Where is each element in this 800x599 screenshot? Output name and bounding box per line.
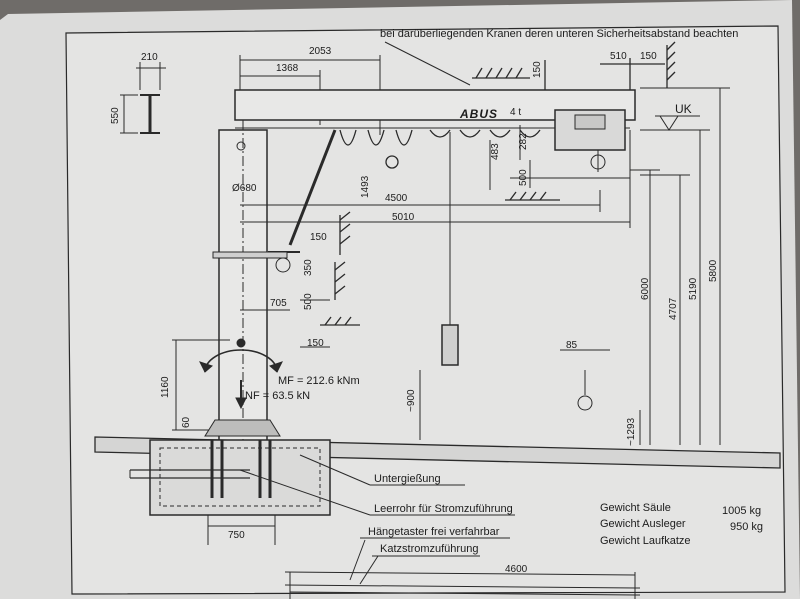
dim-1293: ~1293 [626,417,637,446]
pendant-control[interactable] [441,132,459,366]
dim-500-bracket: 500 [303,293,314,310]
dim-85: 85 [566,340,578,351]
dim-150-top: 150 [532,61,543,78]
wall-hatch [600,41,676,92]
label-katzstrom: Katzstromzuführung [380,543,479,555]
label-leerrohr: Leerrohr für Stromzuführung [374,503,513,515]
dim-483: 483 [490,143,501,160]
dim-705: 705 [270,298,287,309]
height-dimensions [419,87,730,445]
dim-5190: 5190 [688,277,699,300]
label-haengetaster: Hängetaster frei verfahrbar [368,526,500,538]
dim-150-base: 150 [307,338,324,349]
dim-550: 550 [110,107,121,124]
hook [577,370,593,411]
weight-value-saeule: 1005 kg [722,505,762,517]
dim-282: 282 [518,133,529,150]
dim-2053: 2053 [309,46,332,57]
dim-150-wall: 150 [640,51,657,62]
dim-150-arm: 150 [310,232,327,243]
ceiling-hatch [472,60,546,90]
weight-label-saeule: Gewicht Säule [600,502,671,514]
dim-510: 510 [610,51,627,62]
dim-900: ~900 [406,389,417,412]
brand-logo: ABUS [460,107,499,121]
uk-label: UK [675,102,692,116]
weight-label-laufkatze: Gewicht Laufkatze [600,535,691,547]
dim-4500: 4500 [385,193,408,204]
header-note: bei darüberliegenden Kranen deren untere… [380,28,739,40]
dim-6000: 6000 [640,277,651,300]
dim-4600: 4600 [505,564,528,575]
weight-label-ausleger: Gewicht Ausleger [600,518,686,530]
dim-5010: 5010 [392,212,415,223]
weight-value-ausleger: 950 kg [730,521,764,533]
label-untergiessung: Untergießung [374,473,441,485]
dim-680: Ø680 [232,183,257,194]
dim-1493: 1493 [360,175,371,198]
dim-1160: 1160 [160,376,171,398]
moment-arc [204,349,278,373]
moment-force: MF = 212.6 kNm [278,375,360,387]
leader-untergiessung [299,454,371,486]
force-arrow-icon [235,397,247,410]
i-beam-section [120,62,166,134]
dim-350: 350 [303,259,314,276]
support-strut [288,129,337,246]
normal-force: NF = 63.5 kN [245,390,311,402]
dim-60: 60 [181,416,192,428]
note-leader [384,41,471,86]
festoon-cable [339,129,541,169]
bottom-crane-view [284,571,641,599]
dim-5800: 5800 [708,259,719,282]
hoist-trolley [554,109,626,172]
dim-500-hoist: 500 [518,169,529,186]
capacity-label: 4 t [510,107,522,118]
foundation [94,419,781,545]
dim-750: 750 [228,530,245,541]
dim-1368: 1368 [276,63,299,74]
dim-4707: 4707 [668,297,679,320]
dim-210: 210 [141,52,158,63]
